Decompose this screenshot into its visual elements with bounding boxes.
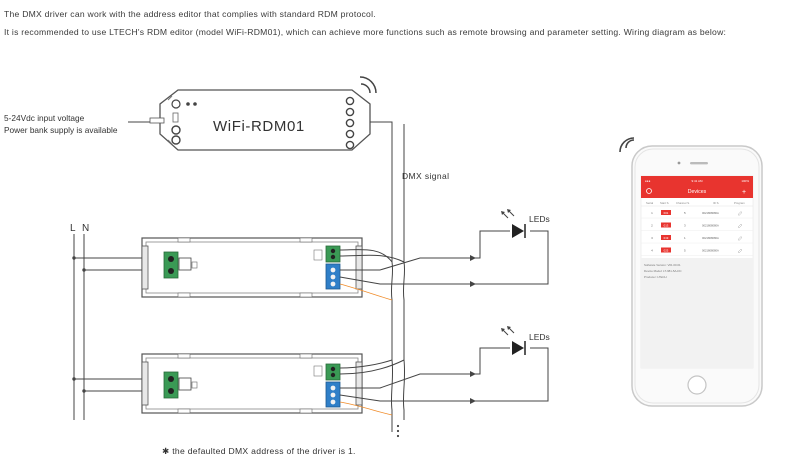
led-symbol-2 bbox=[501, 326, 526, 355]
led-symbol-1 bbox=[501, 209, 526, 238]
col-serial: Serial bbox=[646, 201, 654, 205]
wifi-icon bbox=[360, 83, 371, 94]
status-signal: ●●● bbox=[645, 179, 651, 183]
row-channel: 1 bbox=[684, 236, 686, 240]
edit-icon[interactable] bbox=[737, 223, 743, 229]
phone-wifi-icon bbox=[625, 139, 635, 149]
table-row[interactable]: 3 019 1 0021808080A bbox=[641, 235, 753, 244]
home-button-icon bbox=[687, 375, 707, 395]
table-row[interactable]: 4 025 5 0021808080A bbox=[641, 247, 753, 256]
row-id: 0021808080A bbox=[702, 224, 719, 228]
row-serial: 1 bbox=[651, 211, 653, 215]
row-start: 019 bbox=[664, 236, 669, 240]
col-program: Program bbox=[734, 201, 745, 205]
dmx-driver-2 bbox=[141, 353, 363, 414]
device-model-label: WiFi-RDM01 bbox=[213, 118, 305, 135]
phone-mockup: ●●● 9:41 AM 100% Devices + Serial Start … bbox=[619, 137, 763, 407]
start-badge bbox=[661, 222, 671, 228]
row-serial: 4 bbox=[651, 249, 653, 253]
intro-line-1: The DMX driver can work with the address… bbox=[4, 9, 376, 19]
table-row[interactable]: 1 001 5 0021808080A bbox=[641, 210, 753, 219]
add-button[interactable]: + bbox=[742, 189, 746, 196]
row-id: 0021808080A bbox=[702, 236, 719, 240]
info-model: Device Model: LT-981-5A-DC bbox=[644, 269, 682, 273]
row-start: 001 bbox=[664, 211, 669, 215]
info-software: Software Version: V01.00.01 bbox=[644, 263, 681, 267]
row-serial: 3 bbox=[651, 236, 653, 240]
status-battery: 100% bbox=[741, 179, 749, 183]
row-channel: 3 bbox=[684, 224, 686, 228]
power-label-2: Power bank supply is available bbox=[4, 125, 118, 135]
col-channel: Channel S. bbox=[676, 201, 690, 205]
row-id: 0021808080A bbox=[702, 211, 719, 215]
wifi-rdm01-module: WiFi-RDM01 bbox=[159, 89, 371, 151]
input-terminal-green bbox=[163, 251, 179, 279]
row-start: 013 bbox=[664, 223, 669, 227]
footnote: ✱ the defaulted DMX address of the drive… bbox=[162, 446, 356, 456]
dmx-terminal-green bbox=[325, 245, 341, 263]
start-badge bbox=[661, 235, 671, 240]
row-serial: 2 bbox=[651, 224, 653, 228]
power-label-1: 5-24Vdc input voltage bbox=[4, 113, 85, 123]
edit-icon[interactable] bbox=[737, 248, 743, 254]
status-time: 9:41 AM bbox=[691, 179, 703, 183]
intro-line-2: It is recommended to use LTECH's RDM edi… bbox=[4, 27, 727, 37]
col-id: ID S. bbox=[713, 201, 719, 205]
settings-icon[interactable] bbox=[646, 188, 652, 194]
edit-icon[interactable] bbox=[737, 211, 743, 216]
power-connector bbox=[149, 117, 165, 124]
table-row[interactable]: 2 013 3 0021808080A bbox=[641, 222, 753, 231]
leds-label-1: LEDs bbox=[529, 214, 550, 224]
table-header: Serial Start S. Channel S. ID S. Program bbox=[646, 201, 745, 205]
row-start: 025 bbox=[664, 248, 669, 252]
mains-label: L N bbox=[70, 223, 91, 234]
dmx-signal-label: DMX signal bbox=[402, 171, 449, 181]
start-badge bbox=[661, 210, 671, 215]
dmx-driver-1 bbox=[141, 237, 363, 298]
screen-title: Devices bbox=[688, 189, 707, 195]
leds-label-2: LEDs bbox=[529, 332, 550, 342]
start-badge bbox=[661, 247, 671, 253]
row-id: 0021808080A bbox=[702, 249, 719, 253]
info-producer: Producer: LTECH bbox=[644, 275, 667, 279]
row-channel: 5 bbox=[684, 249, 686, 253]
col-start: Start S. bbox=[660, 201, 670, 205]
row-channel: 5 bbox=[684, 211, 686, 215]
edit-icon[interactable] bbox=[737, 236, 743, 241]
